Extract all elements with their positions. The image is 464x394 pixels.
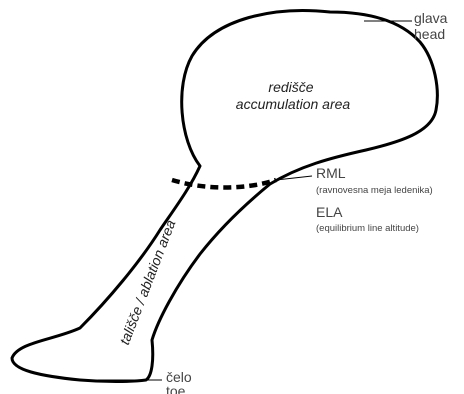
ela-label: ELA <box>316 204 343 220</box>
rml-label: RML <box>316 165 346 181</box>
head-label-en: head <box>414 26 445 42</box>
ela-full-label: (equilibrium line altitude) <box>316 223 419 234</box>
ablation-label: tališče / ablation area <box>116 217 178 346</box>
rml-leader-line <box>275 175 313 181</box>
accumulation-label-en: accumulation area <box>236 96 351 112</box>
toe-label-en: toe <box>166 383 186 394</box>
equilibrium-line <box>171 177 277 190</box>
glacier-outline <box>10 9 439 383</box>
head-label-sl: glava <box>414 10 448 26</box>
accumulation-label-sl: redišče <box>268 79 313 95</box>
rml-full-label: (ravnovesna meja ledenika) <box>316 185 433 196</box>
toe-label-sl: čelo <box>166 369 192 385</box>
